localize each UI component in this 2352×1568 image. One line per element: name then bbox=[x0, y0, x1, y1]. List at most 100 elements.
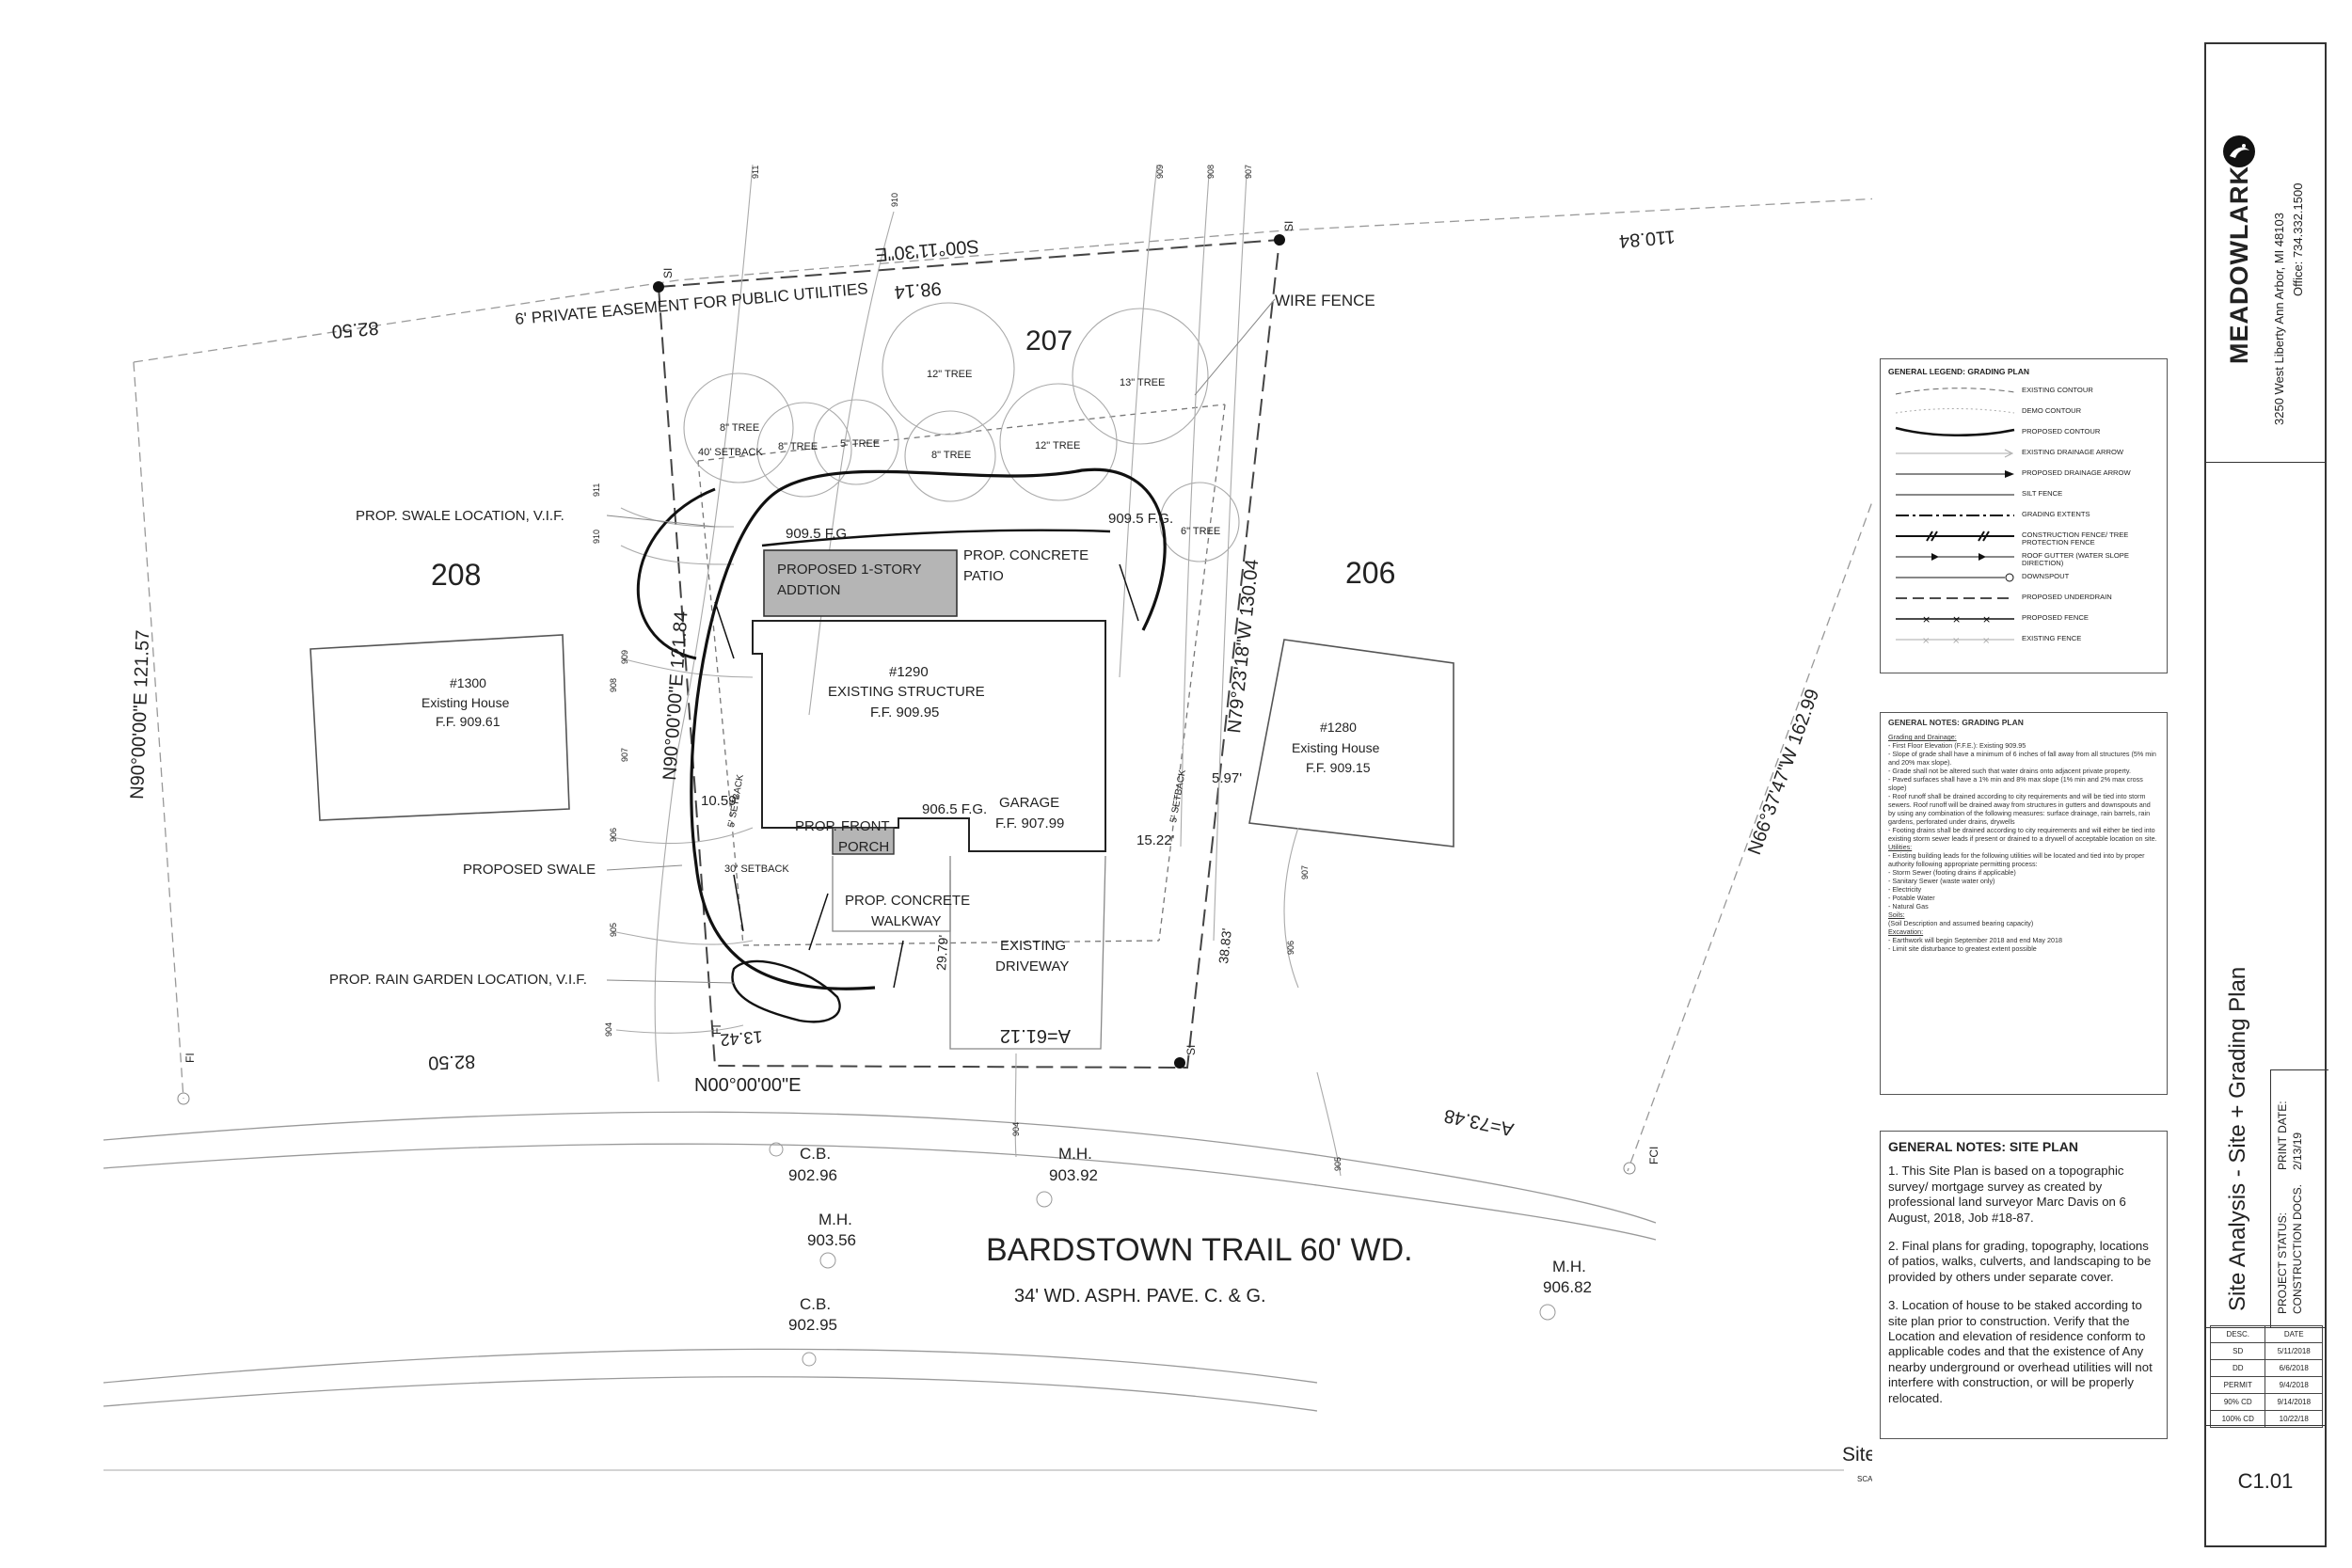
site-plan-scale: SCALE: 1" = 10' bbox=[1857, 1475, 1872, 1483]
bearing-right-inner: N79°23'18"W 130.04 bbox=[1224, 559, 1263, 735]
revision-desc: 100% CD bbox=[2209, 1410, 2266, 1428]
house-1290-footprint bbox=[752, 620, 1106, 852]
sheet-number-divider bbox=[2206, 1425, 2325, 1426]
construction-fence-symbol bbox=[1896, 531, 2014, 542]
revision-header: DESC. bbox=[2209, 1325, 2266, 1343]
dimension-label: 15.22' bbox=[1136, 832, 1175, 848]
survey-iron bbox=[1274, 234, 1285, 245]
house-1300-ff: F.F. 909.61 bbox=[436, 714, 501, 729]
legend-row: PROPOSED DRAINAGE ARROW bbox=[1888, 465, 2159, 485]
grading-notes: GENERAL NOTES: GRADING PLAN Grading and … bbox=[1880, 712, 2168, 1095]
project-status: CONSTRUCTION DOCS. bbox=[2291, 1184, 2304, 1314]
dimension-label: 38.83' bbox=[1216, 927, 1234, 964]
contour-line bbox=[611, 827, 754, 845]
revision-row: 100% CD 10/22/18 bbox=[2209, 1410, 2323, 1428]
downspout-symbol bbox=[1896, 573, 2014, 582]
contour-line bbox=[620, 507, 735, 528]
legend-row: ××× EXISTING FENCE bbox=[1888, 630, 2159, 651]
house-1280-name: Existing House bbox=[1292, 740, 1380, 755]
legend-label: EXISTING DRAINAGE ARROW bbox=[2022, 448, 2124, 456]
legend-label: DEMO CONTOUR bbox=[2022, 406, 2082, 415]
legend-row: PROPOSED CONTOUR bbox=[1888, 423, 2159, 444]
soils-note: (Soil Description and assumed bearing ca… bbox=[1888, 919, 2034, 927]
legend-label: ROOF GUTTER (WATER SLOPE DIRECTION) bbox=[2022, 551, 2129, 567]
tree-canopy bbox=[999, 383, 1118, 501]
contour-label: 909 bbox=[620, 650, 629, 664]
garage-label: GARAGE bbox=[999, 795, 1059, 811]
revision-row: 90% CD 9/14/2018 bbox=[2209, 1393, 2323, 1411]
road-edge-3 bbox=[103, 1348, 1318, 1384]
excavation-heading: Excavation: bbox=[1888, 927, 1924, 936]
legend-row: EXISTING DRAINAGE ARROW bbox=[1888, 444, 2159, 465]
drainage-arrow bbox=[808, 893, 829, 951]
proposed-contour-1 bbox=[761, 529, 1111, 547]
tree-canopy bbox=[1072, 308, 1209, 445]
driveway-edge bbox=[949, 855, 1106, 1050]
manhole-symbol bbox=[1539, 1304, 1556, 1321]
meadowlark-logo-icon bbox=[2223, 135, 2255, 167]
grading-extents-symbol bbox=[1896, 515, 2014, 516]
site-notes-title: GENERAL NOTES: SITE PLAN bbox=[1888, 1139, 2078, 1154]
firm-name: MEADOWLARK bbox=[2225, 166, 2253, 364]
site-note-item: 3. Location of house to be staked accord… bbox=[1888, 1298, 2153, 1405]
setback-line-left bbox=[697, 460, 744, 946]
driveway-label-1: EXISTING bbox=[1000, 938, 1066, 954]
tree-label: 13" TREE bbox=[1120, 377, 1165, 388]
legend-row: DEMO CONTOUR bbox=[1888, 403, 2159, 423]
utility-elev: 903.56 bbox=[807, 1231, 856, 1249]
finish-grade-front: 906.5 F.G. bbox=[922, 801, 987, 817]
road-edge-1 bbox=[103, 1111, 1657, 1224]
drainage-note: - Roof runoff shall be drained according… bbox=[1888, 792, 2151, 826]
legend-row: DOWNSPOUT bbox=[1888, 568, 2159, 589]
addition-label-1: PROPOSED 1-STORY bbox=[777, 562, 922, 578]
manhole-symbol bbox=[819, 1252, 836, 1269]
roof-gutter-symbol bbox=[1896, 553, 2014, 561]
setback-line-front bbox=[742, 940, 1160, 946]
print-date: 2/13/19 bbox=[2291, 1132, 2304, 1170]
contour-label: 910 bbox=[592, 530, 601, 544]
legend-label: CONSTRUCTION FENCE/ TREE PROTECTION FENC… bbox=[2022, 531, 2129, 546]
survey-iron-open bbox=[177, 1092, 190, 1105]
silt-fence-symbol bbox=[1896, 494, 2014, 496]
revision-desc: 90% CD bbox=[2209, 1393, 2266, 1411]
fi-marker-label: FI bbox=[183, 1053, 197, 1063]
dimension-label: 29.79' bbox=[933, 934, 951, 971]
house-1290-ff: F.F. 909.95 bbox=[870, 705, 939, 721]
revision-desc: DD bbox=[2209, 1359, 2266, 1377]
contour-label: 910 bbox=[890, 193, 899, 207]
legend-label: PROPOSED DRAINAGE ARROW bbox=[2022, 468, 2131, 477]
tree-canopy bbox=[683, 372, 794, 483]
contour-line bbox=[611, 930, 754, 945]
catch-basin-symbol bbox=[802, 1352, 817, 1367]
leader-line bbox=[606, 979, 735, 984]
fi-marker-label: FI bbox=[710, 1024, 723, 1035]
contour-label: 911 bbox=[592, 483, 601, 497]
drainage-arrow bbox=[1119, 563, 1139, 622]
utilities-heading: Utilities: bbox=[1888, 843, 1913, 851]
svg-text:×: × bbox=[1922, 636, 1930, 646]
firm-office-phone: Office: 734.332.1500 bbox=[2291, 182, 2305, 296]
outer-right-line bbox=[1627, 499, 1872, 1172]
drainage-heading: Grading and Drainage: bbox=[1888, 733, 1957, 741]
utilities-note: - Sanitary Sewer (waste water only) bbox=[1888, 877, 1995, 885]
road-edge-4 bbox=[103, 1376, 1318, 1412]
utility-elev: 906.82 bbox=[1543, 1278, 1592, 1296]
contour-line bbox=[1119, 164, 1158, 678]
drainage-arrow bbox=[714, 601, 735, 659]
si-marker-label: SI bbox=[1282, 221, 1295, 231]
segment-length: 13.42 bbox=[720, 1027, 764, 1050]
contour-label: 905 bbox=[609, 923, 618, 937]
proposed-fence-symbol: ××× bbox=[1896, 613, 2014, 626]
legend-row: GRADING EXTENTS bbox=[1888, 506, 2159, 527]
house-1290-name: EXISTING STRUCTURE bbox=[828, 684, 985, 700]
site-plan-drawing: 207 208 206 6' PRIVATE EASEMENT FOR PUBL… bbox=[103, 164, 1872, 1483]
drainage-arrow bbox=[733, 874, 744, 932]
revision-header-row: DESC. DATE bbox=[2209, 1325, 2323, 1343]
leader-line bbox=[606, 515, 716, 528]
contour-label: 907 bbox=[620, 748, 629, 762]
utilities-note: - Potable Water bbox=[1888, 894, 1935, 902]
outer-property-line bbox=[133, 198, 1872, 363]
rain-garden-label: PROP. RAIN GARDEN LOCATION, V.I.F. bbox=[329, 972, 587, 988]
tree-label: 8" TREE bbox=[778, 441, 818, 452]
print-status-cell bbox=[2270, 1069, 2328, 1328]
